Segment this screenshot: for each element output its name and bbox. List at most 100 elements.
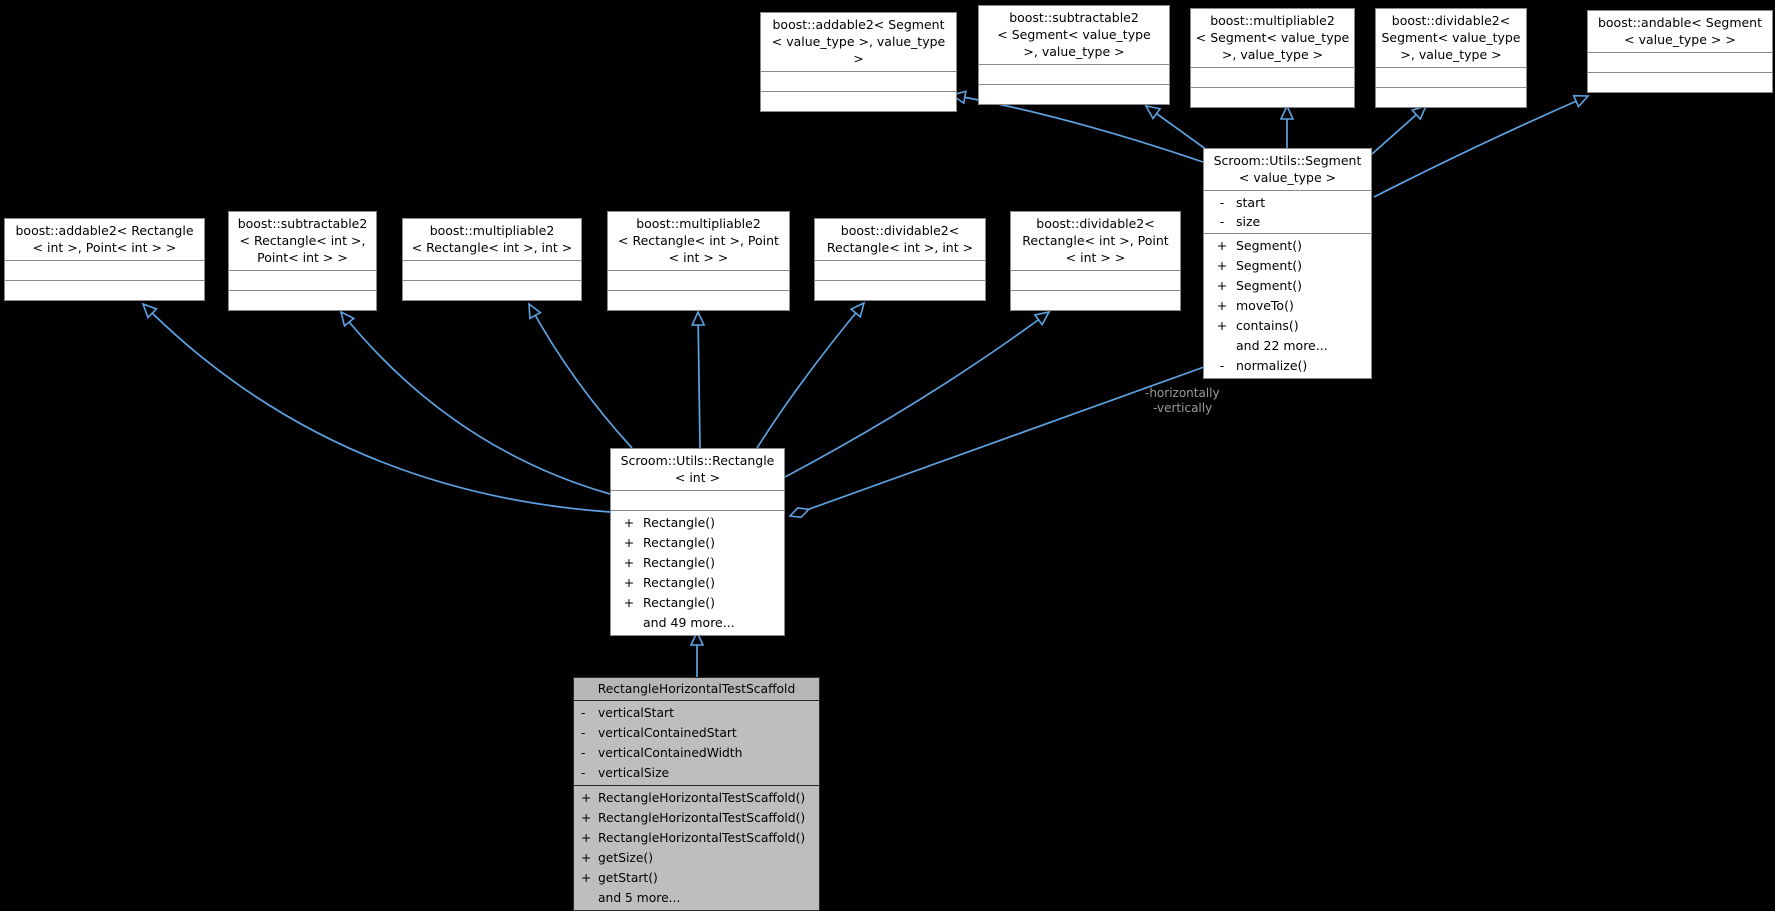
visibility-symbol: + [1216,318,1228,333]
edge-rectangle-to-multipliable2-rectangle-int [528,302,633,449]
edge-rectangle-to-multipliable2-rectangle-point [690,310,706,449]
visibility-symbol [615,613,643,633]
visibility-symbol: + [581,851,592,865]
methods-compartment [608,290,789,310]
attribute-name: verticalContainedWidth [598,746,743,760]
attributes-compartment [5,260,204,280]
attributes-compartment: - verticalStart - verticalContainedStart… [574,700,819,785]
method-name: getStart() [598,871,658,885]
visibility-symbol: + [1216,258,1228,273]
class-node-boost-subtractable2-segment[interactable]: boost::subtractable2 < Segment< value_ty… [978,5,1170,105]
class-node-boost-multipliable2-rectangle-point[interactable]: boost::multipliable2 < Rectangle< int >,… [607,211,790,311]
class-node-scroom-utils-rectangle[interactable]: Scroom::Utils::Rectangle < int > + Recta… [610,448,785,636]
attributes-compartment [1191,67,1354,87]
class-node-boost-multipliable2-segment[interactable]: boost::multipliable2 < Segment< value_ty… [1190,8,1355,108]
attribute-row: - verticalStart [574,703,819,723]
attributes-compartment [229,270,376,290]
more-members-row: and 49 more... [611,613,784,633]
edge-segment-to-andable-segment [1373,94,1590,198]
method-row: + Segment() [1204,236,1371,256]
visibility-symbol: + [623,575,635,590]
class-node-boost-multipliable2-rectangle-int[interactable]: boost::multipliable2 < Rectangle< int >,… [402,218,582,301]
method-name: Segment() [1236,258,1303,273]
class-title: boost::dividable2< Segment< value_type >… [1381,13,1521,62]
visibility-symbol: + [623,555,635,570]
edge-rectangle-to-dividable2-rectangle-int [756,301,866,449]
attribute-row: - verticalContainedStart [574,723,819,743]
edge-segment-to-dividable2-segment [1371,104,1428,155]
class-title: boost::multipliable2 < Segment< value_ty… [1195,13,1350,62]
class-title: boost::multipliable2 < Rectangle< int >,… [411,223,573,255]
class-node-boost-addable2-rectangle[interactable]: boost::addable2< Rectangle < int >, Poin… [4,218,205,301]
class-node-boost-andable-segment[interactable]: boost::andable< Segment < value_type > > [1587,10,1773,93]
more-members-label: and 22 more... [1236,338,1328,353]
visibility-symbol: - [1219,358,1225,373]
method-row: + moveTo() [1204,296,1371,316]
attributes-compartment [1376,67,1526,87]
class-node-boost-dividable2-rectangle-point[interactable]: boost::dividable2< Rectangle< int >, Poi… [1010,211,1181,311]
class-title: boost::dividable2< Rectangle< int >, int… [826,223,974,255]
method-name: RectangleHorizontalTestScaffold() [598,811,806,825]
visibility-symbol: + [581,791,592,805]
method-row: + RectangleHorizontalTestScaffold() [574,808,819,828]
edge-label-vertically: -vertically [1153,401,1213,415]
edge-segment-to-addable2-segment [950,90,1204,163]
method-name: Rectangle() [643,575,716,590]
method-name: RectangleHorizontalTestScaffold() [598,831,806,845]
method-row: + getStart() [574,868,819,888]
method-name: Segment() [1236,238,1303,253]
method-row: + getSize() [574,848,819,868]
attributes-compartment [611,490,784,510]
edge-rectangle-to-addable2-rectangle [141,302,611,513]
method-name: normalize() [1236,358,1308,373]
visibility-symbol: + [1216,298,1228,313]
attributes-compartment [1011,270,1180,290]
methods-compartment [979,84,1169,104]
visibility-symbol: - [581,746,586,760]
method-name: Rectangle() [643,555,716,570]
class-node-boost-addable2-segment[interactable]: boost::addable2< Segment < value_type >,… [760,12,957,112]
attributes-compartment [815,260,985,280]
methods-compartment: + RectangleHorizontalTestScaffold() + Re… [574,785,819,910]
class-node-boost-dividable2-segment[interactable]: boost::dividable2< Segment< value_type >… [1375,8,1527,108]
attribute-row: - start [1204,193,1371,212]
method-row: + RectangleHorizontalTestScaffold() [574,788,819,808]
visibility-symbol: + [623,535,635,550]
visibility-symbol: - [1219,214,1225,229]
attributes-compartment [761,71,956,91]
method-row: + Segment() [1204,276,1371,296]
methods-compartment [1011,290,1180,310]
visibility-symbol: - [581,766,586,780]
attribute-row: - size [1204,212,1371,231]
class-title: boost::dividable2< Rectangle< int >, Poi… [1022,216,1169,265]
class-node-rectangle-horizontal-test-scaffold[interactable]: RectangleHorizontalTestScaffold - vertic… [573,677,820,911]
class-title: boost::subtractable2 < Segment< value_ty… [997,10,1151,59]
class-node-boost-subtractable2-rectangle[interactable]: boost::subtractable2 < Rectangle< int >,… [228,211,377,311]
class-node-scroom-utils-segment[interactable]: Scroom::Utils::Segment < value_type > - … [1203,148,1372,379]
method-name: Rectangle() [643,535,716,550]
visibility-symbol: + [1216,278,1228,293]
edge-rectangle-to-dividable2-rectangle-point [784,310,1051,478]
more-members-row: and 5 more... [574,888,819,908]
method-name: Segment() [1236,278,1303,293]
attributes-compartment [979,64,1169,84]
attribute-name: verticalContainedStart [598,726,737,740]
visibility-symbol [578,888,598,908]
method-row: + Rectangle() [611,513,784,533]
edge-label-horizontally: -horizontally [1145,386,1220,400]
class-title: Scroom::Utils::Segment < value_type > [1213,153,1362,185]
method-row: + Rectangle() [611,553,784,573]
class-title: boost::multipliable2 < Rectangle< int >,… [618,216,779,265]
class-title: RectangleHorizontalTestScaffold [574,678,819,700]
edge-rectangle-aggregates-segment [788,366,1205,519]
class-title: boost::addable2< Segment < value_type >,… [771,17,946,66]
visibility-symbol: + [581,871,592,885]
method-name: getSize() [598,851,654,865]
methods-compartment [1376,87,1526,107]
attribute-row: - verticalSize [574,763,819,783]
class-title: boost::andable< Segment < value_type > > [1597,15,1763,47]
class-node-boost-dividable2-rectangle-int[interactable]: boost::dividable2< Rectangle< int >, int… [814,218,986,301]
visibility-symbol: + [1216,238,1228,253]
visibility-symbol: + [623,595,635,610]
